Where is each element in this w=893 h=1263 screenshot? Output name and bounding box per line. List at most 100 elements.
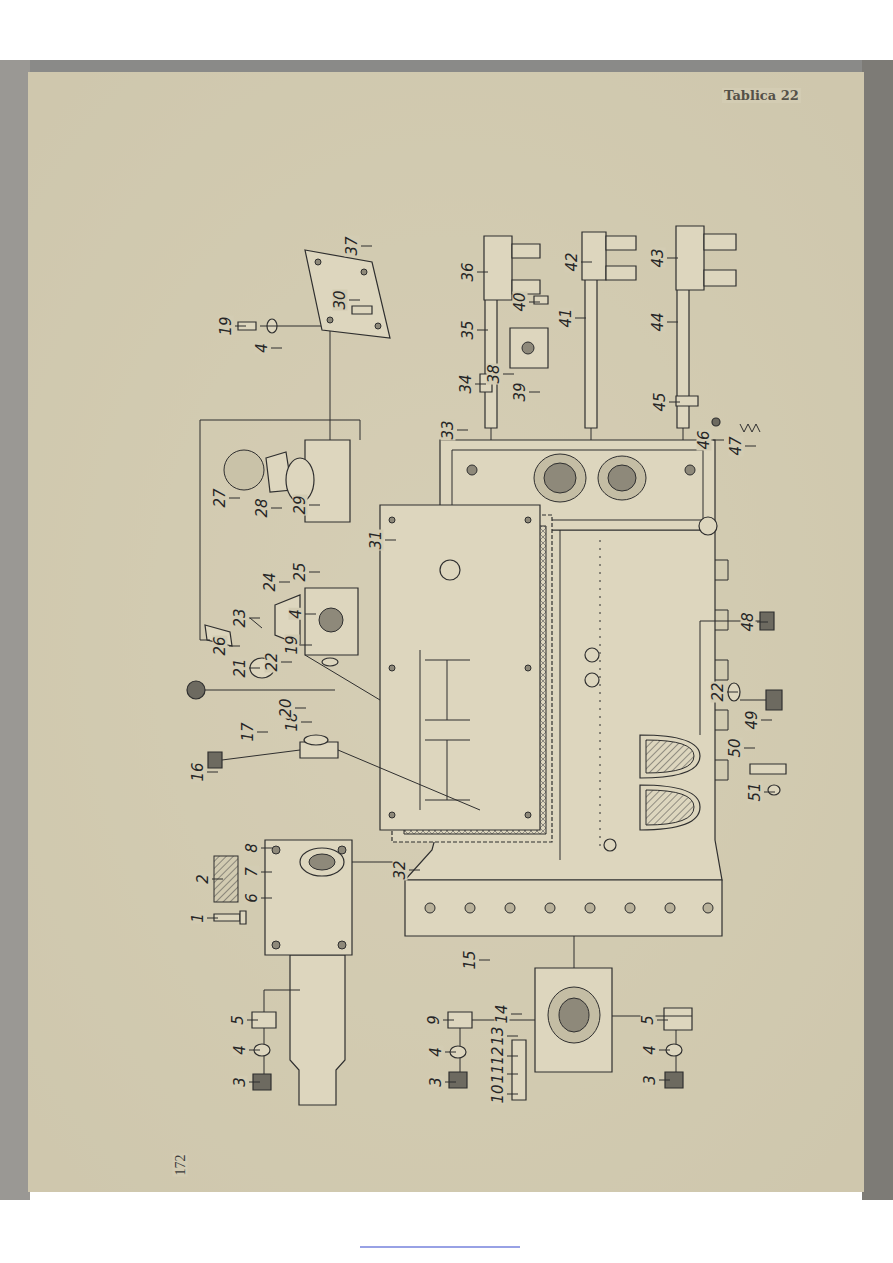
book-page xyxy=(28,72,864,1192)
leader-line xyxy=(475,384,486,385)
leader-line xyxy=(212,879,223,880)
callout-number: 3 xyxy=(429,1076,444,1088)
plate-title: Tablica 22 xyxy=(722,88,801,103)
leader-line xyxy=(744,748,755,749)
callout-number: 15 xyxy=(463,949,478,970)
callout-number: 11 xyxy=(491,1063,506,1084)
leader-line xyxy=(229,498,240,499)
leader-line xyxy=(261,872,272,873)
book-page xyxy=(28,72,864,1192)
callout-number: 16 xyxy=(191,761,206,782)
callout-number: 22 xyxy=(711,681,726,702)
leader-line xyxy=(511,1014,522,1015)
callout-number: 43 xyxy=(651,247,666,268)
leader-line xyxy=(764,792,775,793)
leader-line xyxy=(529,302,540,303)
callout-number: 48 xyxy=(741,611,756,632)
leader-line xyxy=(761,720,772,721)
callout-number: 37 xyxy=(345,235,360,256)
leader-line xyxy=(727,692,738,693)
callout-number: 4 xyxy=(429,1046,444,1058)
leader-line xyxy=(757,622,768,623)
gear-lever xyxy=(187,588,380,700)
leader-line xyxy=(305,614,316,615)
callout-number: 49 xyxy=(745,709,760,730)
leader-line xyxy=(349,300,360,301)
leader-line xyxy=(361,246,372,247)
callout-number: 10 xyxy=(491,1083,506,1104)
page-number: 172 xyxy=(173,1154,188,1177)
callout-number: 4 xyxy=(255,342,270,354)
leader-line xyxy=(207,772,218,773)
callout-number: 21 xyxy=(233,657,248,678)
leader-line xyxy=(659,1080,670,1081)
callout-number: 44 xyxy=(651,311,666,332)
callout-number: 24 xyxy=(263,571,278,592)
callout-number: 4 xyxy=(233,1044,248,1056)
callout-number: 46 xyxy=(697,429,712,450)
callout-number: 4 xyxy=(643,1044,658,1056)
callout-number: 42 xyxy=(565,251,580,272)
leader-line xyxy=(443,1020,454,1021)
callout-number: 14 xyxy=(495,1003,510,1024)
callout-number: 23 xyxy=(233,607,248,628)
leader-line xyxy=(249,1082,260,1083)
callout-number: 45 xyxy=(653,391,668,412)
callout-number: 5 xyxy=(231,1014,246,1026)
leader-line xyxy=(507,1074,518,1075)
leader-line xyxy=(301,722,312,723)
callout-number: 7 xyxy=(245,866,260,878)
callout-number: 9 xyxy=(427,1014,442,1026)
callout-number: 50 xyxy=(728,737,743,758)
leader-line xyxy=(249,668,260,669)
callout-number: 4 xyxy=(289,608,304,620)
leader-line xyxy=(581,262,592,263)
shift-cover xyxy=(380,505,552,842)
leader-line xyxy=(385,540,396,541)
leader-line xyxy=(657,1020,668,1021)
shift-rods xyxy=(480,226,760,440)
leader-line xyxy=(261,848,272,849)
leader-line xyxy=(309,572,320,573)
callout-number: 31 xyxy=(369,529,384,550)
callout-number: 39 xyxy=(513,381,528,402)
leader-line xyxy=(247,1020,258,1021)
leader-line xyxy=(261,898,272,899)
callout-number: 41 xyxy=(559,307,574,328)
callout-number: 8 xyxy=(245,842,260,854)
leader-line xyxy=(529,392,540,393)
leader-line xyxy=(659,1050,670,1051)
callout-number: 20 xyxy=(279,697,294,718)
callout-number: 47 xyxy=(729,435,744,456)
leader-line xyxy=(207,918,218,919)
leader-line xyxy=(507,1036,518,1037)
callout-number: 17 xyxy=(241,721,256,742)
leader-line xyxy=(457,430,468,431)
leader-line xyxy=(301,645,312,646)
plugs xyxy=(700,612,786,795)
leader-line xyxy=(309,505,320,506)
callout-number: 1 xyxy=(191,912,206,924)
bearing-cover xyxy=(214,840,405,1105)
callout-number: 3 xyxy=(643,1074,658,1086)
leader-line xyxy=(503,374,514,375)
leader-line xyxy=(295,708,306,709)
callout-number: 19 xyxy=(219,315,234,336)
lever-housing xyxy=(200,319,360,640)
callout-number: 34 xyxy=(459,373,474,394)
leader-line xyxy=(667,258,678,259)
callout-number: 19 xyxy=(285,634,300,655)
end-plate xyxy=(305,250,390,338)
callout-number: 27 xyxy=(213,487,228,508)
callout-number: 5 xyxy=(641,1014,656,1026)
leader-line xyxy=(281,662,292,663)
leader-line xyxy=(235,326,246,327)
callout-number: 6 xyxy=(245,892,260,904)
leader-line xyxy=(257,732,268,733)
link-underline xyxy=(360,1246,520,1247)
callout-number: 33 xyxy=(441,419,456,440)
leader-line xyxy=(445,1052,456,1053)
leader-line xyxy=(575,318,586,319)
leader-line xyxy=(229,646,240,647)
